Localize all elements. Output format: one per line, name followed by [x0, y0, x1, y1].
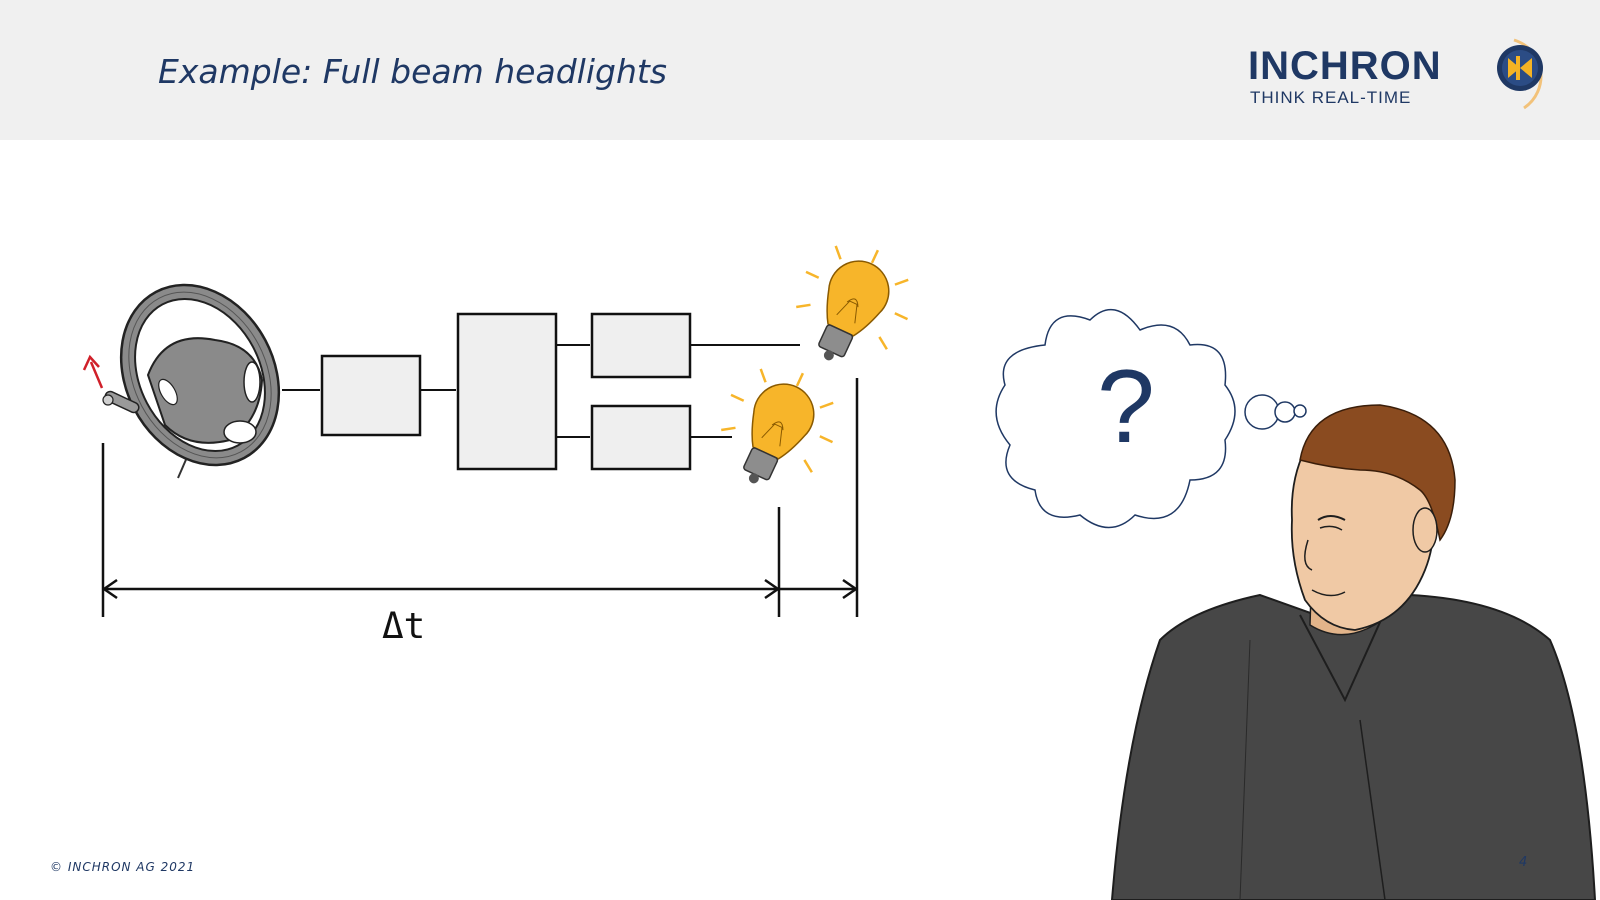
logo-mark-icon [1497, 38, 1543, 110]
person-illustration [1110, 404, 1597, 900]
signal-lines [282, 344, 800, 438]
page-number: 4 [1519, 855, 1528, 870]
time-span-dimension [101, 378, 859, 617]
copyright-notice: © INCHRON AG 2021 [50, 860, 196, 874]
light-bulb-icon [721, 368, 834, 484]
lever-up-arrow-icon [82, 354, 104, 389]
slide-header [0, 0, 1600, 140]
light-bulb-icon [796, 245, 909, 361]
question-mark: ? [1097, 349, 1155, 465]
steering-wheel-icon [102, 283, 281, 479]
logo-tagline: THINK REAL-TIME [1250, 88, 1412, 107]
signal-chain-diagram [82, 245, 909, 617]
logo-wordmark: INCHRON [1248, 44, 1442, 88]
processing-box-2 [456, 312, 558, 471]
thought-bubble-icon [995, 308, 1307, 529]
processing-box-4 [590, 404, 692, 471]
hair [1299, 404, 1456, 542]
delta-t-label: Δt [382, 606, 426, 647]
processing-box-1 [320, 354, 422, 437]
processing-box-3 [590, 312, 692, 379]
slide-title: Example: Full beam headlights [158, 52, 667, 91]
